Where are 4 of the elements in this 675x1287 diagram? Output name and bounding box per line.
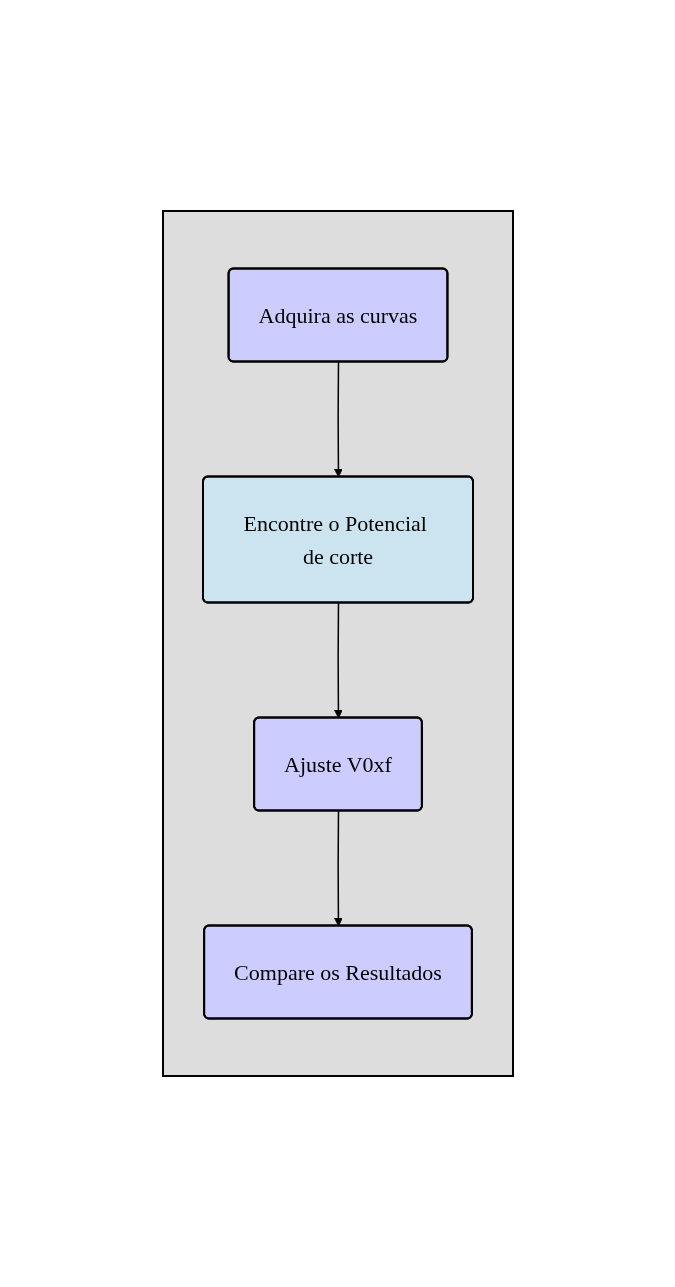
cluster bbox=[161, 210, 514, 1077]
arrow bbox=[333, 361, 343, 478]
arrow bbox=[333, 602, 343, 719]
arrow bbox=[333, 810, 343, 927]
